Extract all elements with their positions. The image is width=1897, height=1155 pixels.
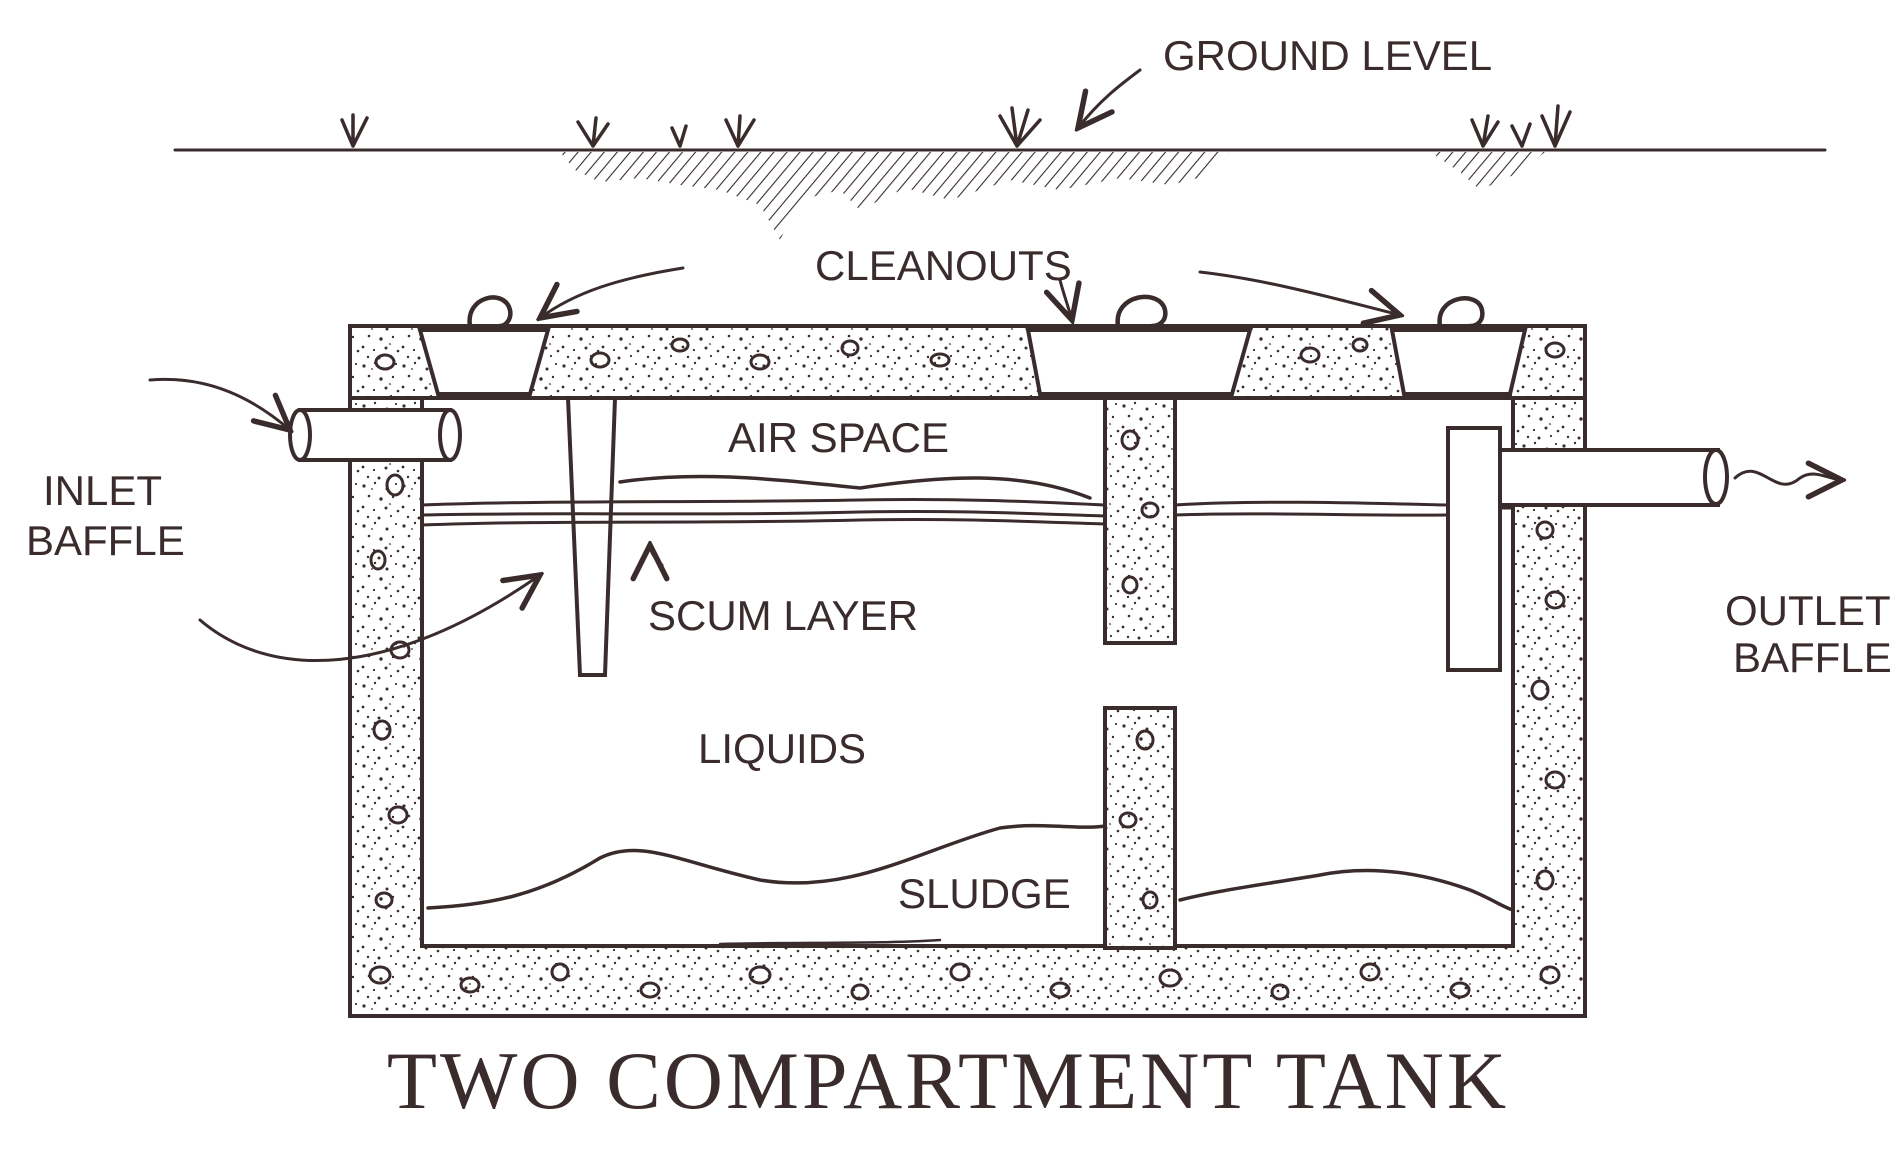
outlet-baffle-label-line2: BAFFLE [1733,634,1892,681]
liquid-surface-line [420,497,1107,507]
inlet-baffle [565,396,618,677]
scum-layer-arrow [650,545,662,565]
compartment-divider [1103,396,1177,950]
cleanout-opening-3 [1389,328,1528,396]
labels: GROUND LEVEL CLEANOUTS INLET BAFFLE AIR … [26,32,1892,1126]
ground-level-arrow [1078,68,1142,128]
cleanout-arrow-middle [1060,278,1072,320]
soil-hatch [560,152,1230,240]
air-space-label: AIR SPACE [728,414,949,461]
sludge-label: SLUDGE [898,870,1071,917]
cleanout-opening-1 [417,328,551,396]
grass-tufts [340,104,1572,148]
cleanouts-label: CLEANOUTS [815,242,1072,289]
scum-layer-label: SCUM LAYER [648,592,918,639]
divider-lower [1103,706,1177,950]
diagram-title: TWO COMPARTMENT TANK [387,1035,1509,1126]
outlet-flow-arrow [1733,471,1842,484]
soil-hatch-right [1430,152,1545,190]
ground [173,104,1827,240]
cleanout-arrow-right [1198,270,1400,315]
pointer-arrows [148,68,1842,662]
inlet-flow-arrow [148,377,290,430]
inlet-pipe [298,408,452,462]
liquid-layers [420,474,1515,946]
divider-upper [1103,396,1177,645]
outlet-pipe [1498,448,1720,507]
liquids-label: LIQUIDS [698,725,866,772]
sludge-profile-right [1178,868,1515,912]
inlet-baffle-label-line1: INLET [43,467,162,514]
cleanout-opening-2 [1025,328,1253,396]
cleanout-arrow-left [540,266,685,318]
sludge-profile-left [426,823,1107,910]
concrete-stones [368,337,1566,1001]
outlet-baffle-label-line1: OUTLET [1725,587,1891,634]
tank-walls [348,294,1587,1018]
ground-level-label: GROUND LEVEL [1163,32,1492,79]
cleanout-handles [467,294,1485,329]
inlet-baffle-arrow [198,575,540,662]
inlet-baffle-label-line2: BAFFLE [26,517,185,564]
outlet-assembly [1446,426,1729,672]
inlet-assembly [288,396,618,677]
scum-top-line [618,474,1092,500]
outlet-baffle [1446,426,1502,672]
